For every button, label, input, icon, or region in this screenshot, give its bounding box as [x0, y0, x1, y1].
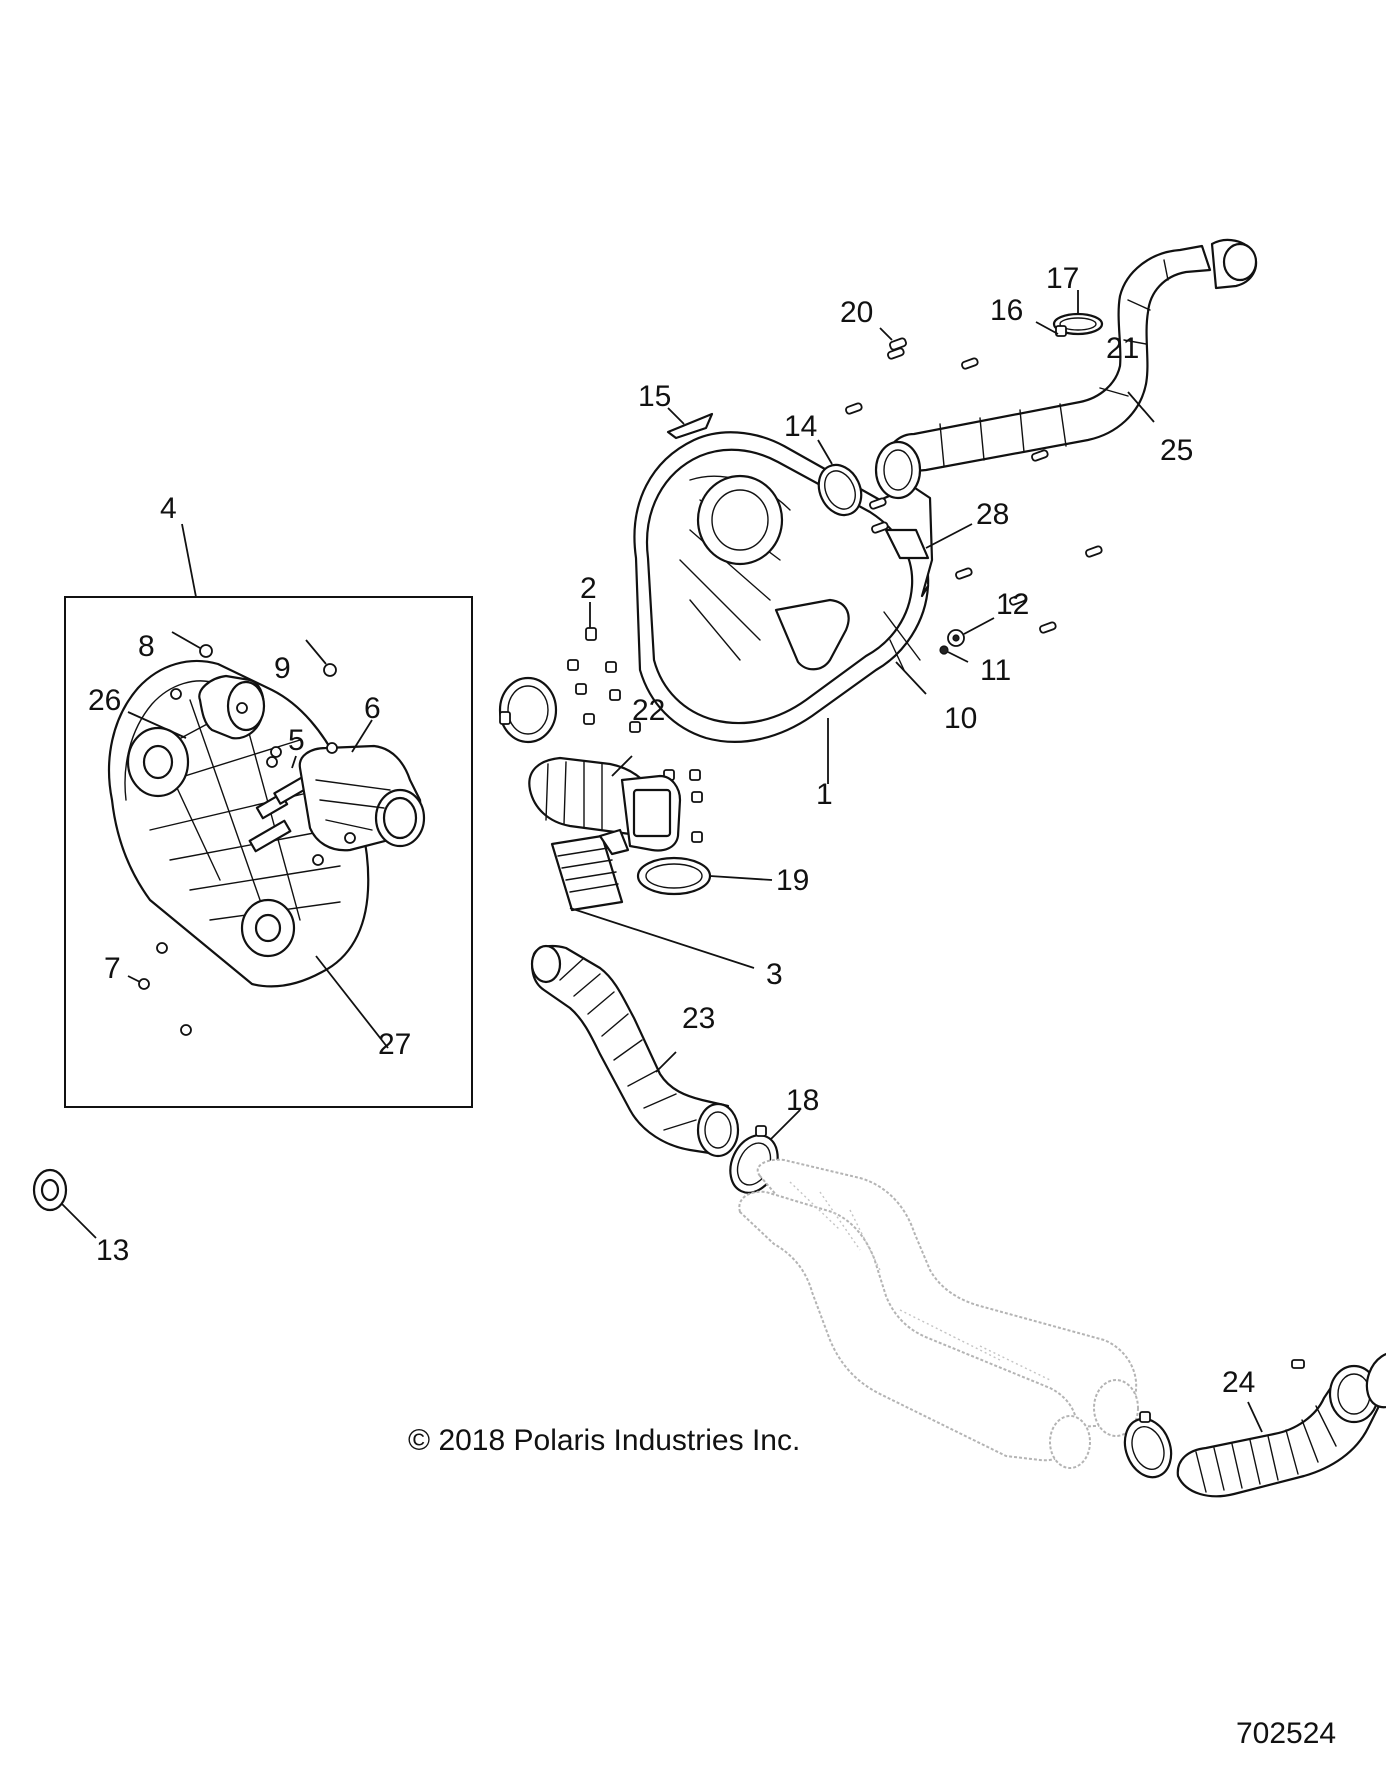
intake-duct — [530, 944, 740, 1158]
callout-15: 15 — [638, 380, 671, 413]
callout-27: 27 — [378, 1028, 411, 1061]
inset-fasteners — [127, 631, 356, 1036]
diagram-id: 702524 — [1236, 1717, 1336, 1750]
callout-17: 17 — [1046, 262, 1079, 295]
callout-25: 25 — [1160, 434, 1193, 467]
bolt — [879, 327, 907, 351]
callout-10: 10 — [944, 702, 977, 735]
callout-7: 7 — [104, 952, 121, 985]
callout-2: 2 — [580, 572, 597, 605]
callout-19: 19 — [776, 864, 809, 897]
intake-screen — [550, 828, 755, 969]
callout-23: 23 — [682, 1002, 715, 1035]
seal — [32, 1168, 97, 1239]
callout-12: 12 — [996, 588, 1029, 621]
callout-20: 20 — [840, 296, 873, 329]
inset-assembly-box — [64, 523, 473, 1108]
intake-adapter — [498, 676, 682, 852]
callout-13: 13 — [96, 1234, 129, 1267]
seal-plate — [666, 407, 714, 440]
callout-14: 14 — [784, 410, 817, 443]
callout-24: 24 — [1222, 1366, 1255, 1399]
outlet-duct-hose — [874, 238, 1258, 500]
callout-4: 4 — [160, 492, 177, 525]
callout-8: 8 — [138, 630, 155, 663]
callout-18: 18 — [786, 1084, 819, 1117]
gasket — [884, 523, 973, 560]
callout-6: 6 — [364, 692, 381, 725]
callout-16: 16 — [990, 294, 1023, 327]
callout-5: 5 — [288, 724, 305, 757]
airbox-inlet-boot — [1123, 1351, 1386, 1498]
outer-clutch-cover — [107, 660, 389, 1049]
callout-3: 3 — [766, 958, 783, 991]
callout-28: 28 — [976, 498, 1009, 531]
callout-1: 1 — [816, 778, 833, 811]
callout-9: 9 — [274, 652, 291, 685]
callout-labels: 1 2 3 4 5 6 7 8 9 10 11 12 13 14 15 16 1… — [88, 262, 1255, 1399]
callout-21: 21 — [1106, 332, 1139, 365]
clutch-outlet-duct — [291, 719, 426, 852]
clamp-adapter — [636, 856, 773, 896]
reference-airbox-ghost — [738, 1158, 1139, 1469]
callout-26: 26 — [88, 684, 121, 717]
copyright-notice: © 2018 Polaris Industries Inc. — [408, 1424, 800, 1457]
clamp — [817, 439, 863, 517]
callout-11: 11 — [980, 654, 1011, 687]
clamp-hose — [1035, 290, 1104, 337]
callout-22: 22 — [632, 694, 665, 727]
